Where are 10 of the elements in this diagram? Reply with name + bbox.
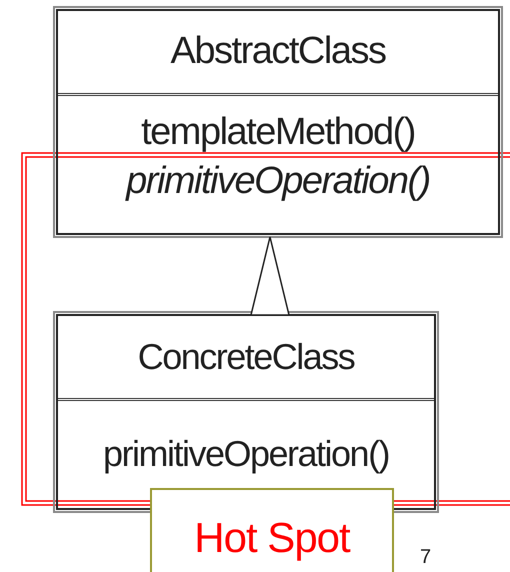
method-name: primitiveOperation() [102, 432, 390, 476]
method-name: templateMethod() [141, 110, 415, 155]
hot-spot-box [150, 488, 394, 572]
class-name: ConcreteClass [138, 334, 354, 379]
hot-spot-label: Hot Spot [194, 514, 350, 562]
page-number: 7 [420, 546, 432, 569]
method-name: primitiveOperation() [126, 159, 430, 204]
class-box [56, 9, 500, 235]
class-name: AbstractClass [170, 29, 386, 74]
inheritance-arrow [250, 236, 290, 316]
